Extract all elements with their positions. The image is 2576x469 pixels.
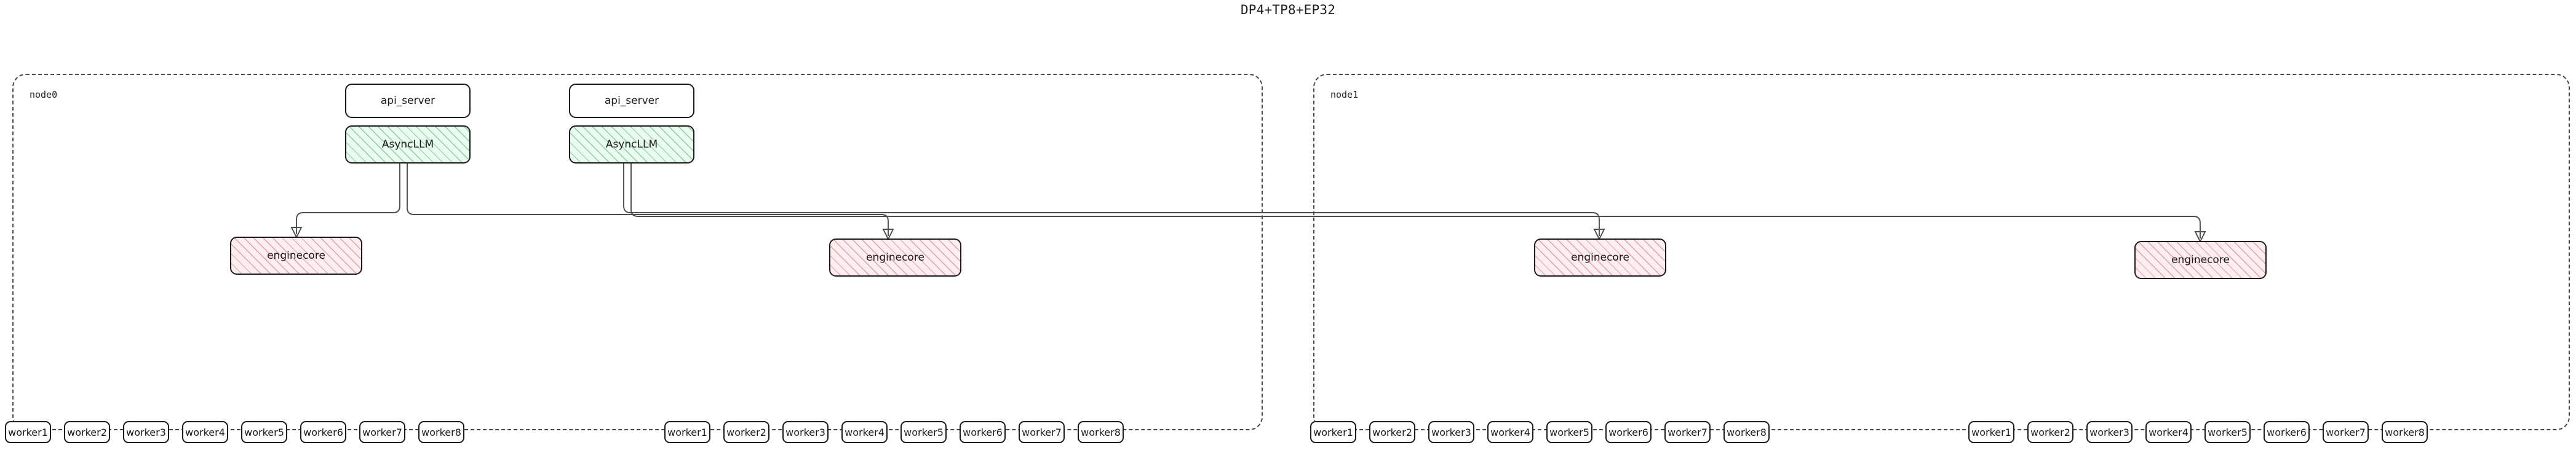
worker-box[interactable]: worker5: [1546, 421, 1592, 443]
worker-box[interactable]: worker4: [2145, 421, 2192, 443]
worker-box[interactable]: worker7: [2323, 421, 2369, 443]
node-cluster-node1: [1313, 74, 2570, 430]
worker-box[interactable]: worker8: [2382, 421, 2428, 443]
worker-box[interactable]: worker1: [1310, 421, 1356, 443]
worker-box[interactable]: worker8: [418, 421, 464, 443]
worker-box[interactable]: worker6: [960, 421, 1006, 443]
worker-box[interactable]: worker8: [1078, 421, 1124, 443]
enginecore-box[interactable]: enginecore: [829, 238, 961, 277]
worker-box[interactable]: worker3: [1428, 421, 1474, 443]
api-server-box[interactable]: api_server: [345, 84, 471, 118]
node-cluster-node0: [12, 74, 1263, 430]
worker-box[interactable]: worker4: [841, 421, 888, 443]
worker-box[interactable]: worker7: [1664, 421, 1711, 443]
enginecore-box[interactable]: enginecore: [230, 237, 362, 275]
api-server-box[interactable]: api_server: [569, 84, 694, 118]
worker-box[interactable]: worker4: [182, 421, 228, 443]
node-cluster-label-node1: node1: [1330, 89, 1359, 100]
worker-box[interactable]: worker5: [2204, 421, 2251, 443]
node-cluster-label-node0: node0: [30, 89, 58, 100]
enginecore-box[interactable]: enginecore: [1534, 238, 1666, 277]
worker-box[interactable]: worker7: [359, 421, 405, 443]
worker-box[interactable]: worker5: [900, 421, 947, 443]
worker-box[interactable]: worker2: [2027, 421, 2073, 443]
worker-box[interactable]: worker7: [1019, 421, 1065, 443]
worker-box[interactable]: worker3: [2086, 421, 2133, 443]
worker-box[interactable]: worker5: [241, 421, 287, 443]
worker-box[interactable]: worker1: [664, 421, 710, 443]
worker-box[interactable]: worker8: [1723, 421, 1770, 443]
worker-box[interactable]: worker2: [723, 421, 769, 443]
worker-box[interactable]: worker3: [123, 421, 169, 443]
asyncllm-box[interactable]: AsyncLLM: [345, 125, 471, 164]
enginecore-box[interactable]: enginecore: [2134, 241, 2267, 279]
worker-box[interactable]: worker2: [64, 421, 110, 443]
worker-box[interactable]: worker2: [1369, 421, 1415, 443]
worker-box[interactable]: worker3: [782, 421, 829, 443]
worker-box[interactable]: worker1: [1968, 421, 2014, 443]
worker-box[interactable]: worker6: [2264, 421, 2310, 443]
worker-box[interactable]: worker1: [5, 421, 51, 443]
worker-box[interactable]: worker4: [1487, 421, 1533, 443]
asyncllm-box[interactable]: AsyncLLM: [569, 125, 694, 164]
worker-box[interactable]: worker6: [1605, 421, 1652, 443]
worker-box[interactable]: worker6: [300, 421, 346, 443]
page-title: DP4+TP8+EP32: [1240, 2, 1336, 17]
